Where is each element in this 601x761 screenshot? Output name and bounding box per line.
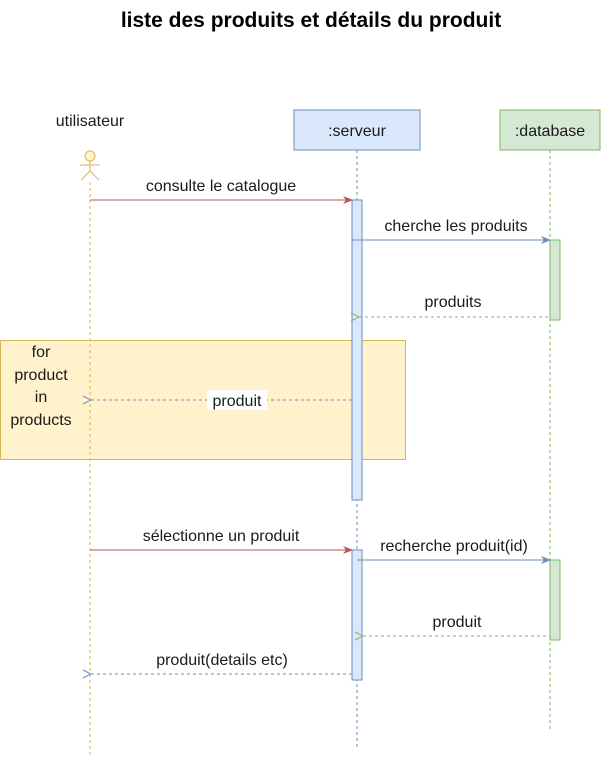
actor-label: utilisateur (56, 113, 125, 130)
diagram-title: liste des produits et détails du produit (121, 9, 501, 32)
actor-icon (80, 150, 100, 181)
message-label-selectionne: sélectionne un produit (143, 528, 300, 545)
message-label-consulte: consulte le catalogue (146, 178, 296, 195)
message-label-produit-loop: produit (213, 393, 262, 410)
database-activation-2 (549, 559, 561, 641)
message-label-produits: produits (425, 294, 482, 311)
server-activation-2 (351, 549, 363, 681)
server-label: :serveur (328, 123, 386, 140)
loop-label: for product in products (10, 344, 72, 429)
database-activation-1 (549, 239, 561, 321)
message-label-bg (207, 390, 267, 410)
message-label-produit-db: produit (433, 614, 482, 631)
server-activation-1 (351, 199, 363, 501)
message-label-recherche: recherche produit(id) (380, 538, 528, 555)
server-box (293, 109, 421, 151)
database-label: :database (515, 123, 585, 140)
message-label-cherche: cherche les produits (384, 218, 527, 235)
message-label-details: produit(details etc) (156, 652, 288, 669)
